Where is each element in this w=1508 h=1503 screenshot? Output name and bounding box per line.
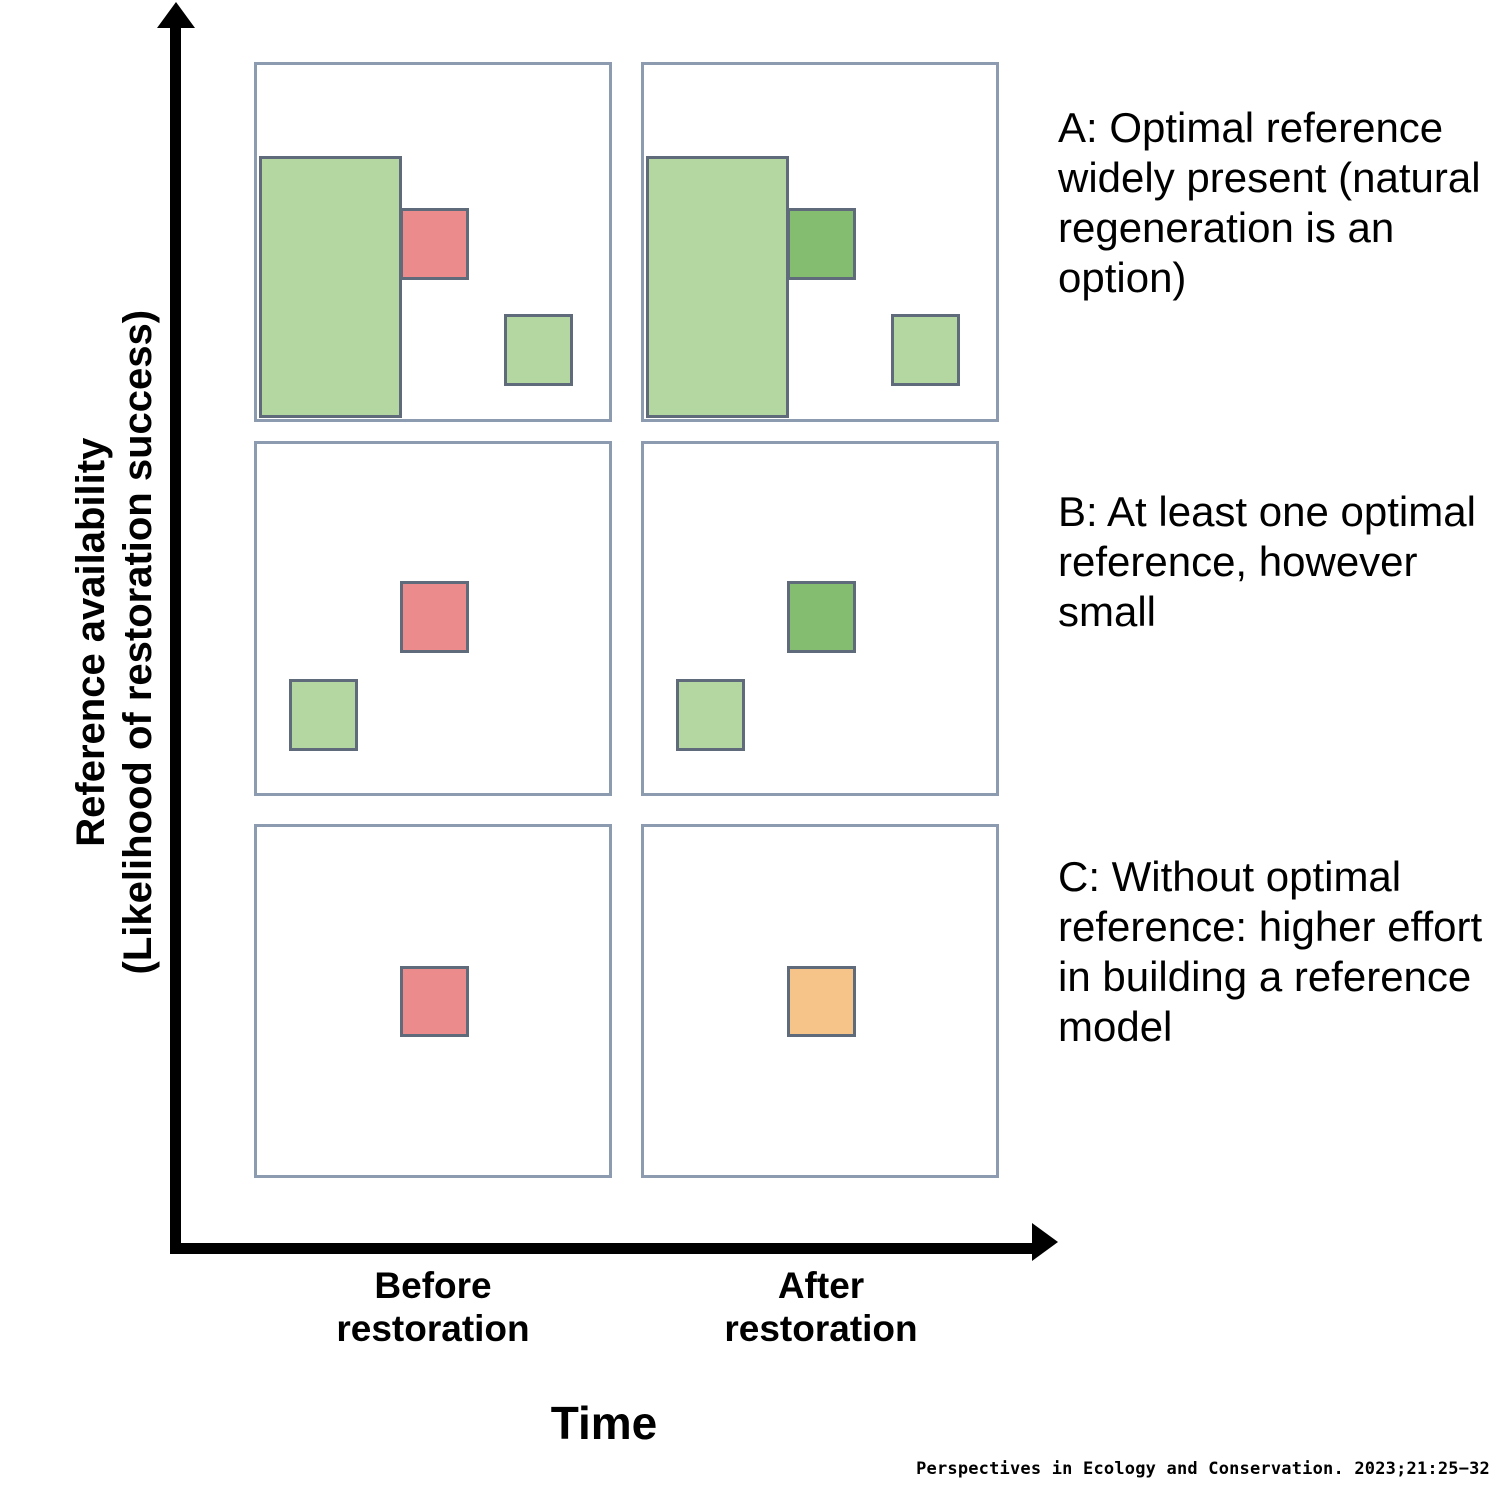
panel-b-after-content [644,444,996,793]
patch-small-light-green [503,313,573,386]
panel-c-after-content [644,827,996,1175]
panel-c-before-content [257,827,609,1175]
patch-medium-dark-green [786,207,856,280]
patch-small-light-green [890,313,960,386]
patch-medium-orange [786,965,856,1038]
x-tick-after-line1: After [777,1265,865,1306]
panel-c-after-restoration [641,824,999,1178]
panel-b-before-content [257,444,609,793]
panel-a-before-restoration [254,62,612,422]
y-axis-line [170,22,181,1254]
patch-medium-red [399,207,469,280]
x-tick-before-line1: Before [374,1265,492,1306]
y-axis-arrow-icon [157,2,195,28]
y-axis-title: Reference availability (Likelihood of re… [68,142,162,1142]
y-axis-title-line2: (Likelihood of restoration success) [116,309,160,975]
row-description-c: C: Without optimal reference: higher eff… [1058,853,1483,1050]
x-axis-title: Time [550,1397,658,1449]
panel-a-after-content [644,65,996,419]
x-tick-after-line2: restoration [724,1307,918,1349]
patch-small-light-green [676,678,746,751]
x-tick-label-after-restoration: After restoration [641,1265,1001,1351]
patch-medium-red [399,580,469,653]
panel-b-before-restoration [254,441,612,796]
row-description-a: A: Optimal reference widely present (nat… [1058,104,1481,301]
x-axis-arrow-icon [1032,1223,1058,1261]
patch-large-light-green [259,156,402,419]
y-axis-title-line1: Reference availability [68,437,113,847]
panel-a-before-content [257,65,609,419]
patch-medium-red [399,965,469,1038]
x-tick-before-line2: restoration [336,1307,530,1349]
panel-b-after-restoration [641,441,999,796]
journal-citation: Perspectives in Ecology and Conservation… [916,1459,1490,1479]
panel-a-after-restoration [641,62,999,422]
x-tick-label-before-restoration: Before restoration [253,1265,613,1351]
patch-small-light-green [289,678,359,751]
patch-large-light-green [646,156,789,419]
row-description-b: B: At least one optimal reference, howev… [1058,488,1476,635]
patch-medium-dark-green [786,580,856,653]
panel-c-before-restoration [254,824,612,1178]
x-axis-line [170,1243,1038,1254]
